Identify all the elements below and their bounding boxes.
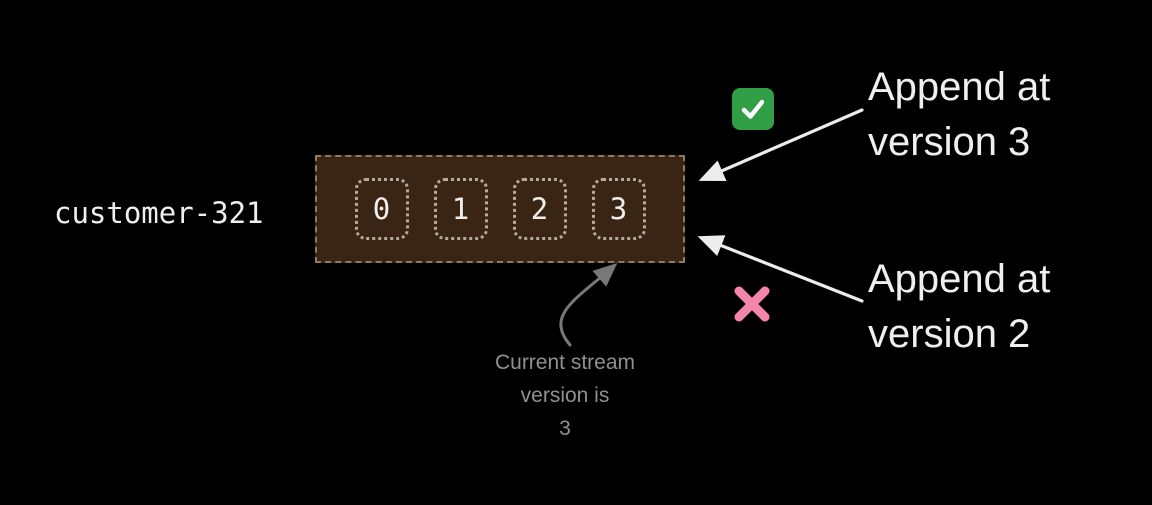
- event-stream: 0 1 2 3: [315, 155, 685, 263]
- caption-line: version is: [520, 384, 610, 407]
- arrow-append-version-2: [697, 235, 864, 303]
- append-version-3-label: Append at version 3: [868, 60, 1050, 170]
- append-version-2-label: Append at version 2: [868, 252, 1050, 362]
- annot-line: version 3: [868, 120, 1031, 164]
- current-version-caption: Current stream version is 3: [450, 346, 680, 445]
- event-number: 0: [372, 192, 391, 226]
- event-cell-2: 2: [512, 178, 567, 240]
- event-number: 2: [530, 192, 549, 226]
- event-cell-1: 1: [433, 178, 488, 240]
- cross-icon: [729, 281, 775, 327]
- check-icon: [732, 88, 774, 130]
- caption-line: 3: [559, 417, 571, 440]
- annot-line: version 2: [868, 312, 1031, 356]
- event-number: 1: [451, 192, 470, 226]
- annot-line: Append at: [868, 257, 1051, 301]
- arrow-append-version-3: [698, 108, 864, 181]
- event-cell-3: 3: [591, 178, 646, 240]
- caption-line: Current stream: [494, 351, 636, 374]
- arrow-current-version: [559, 263, 618, 347]
- annot-line: Append at: [868, 65, 1051, 109]
- stream-name-label: customer-321: [54, 196, 264, 230]
- event-cell-0: 0: [354, 178, 409, 240]
- event-number: 3: [609, 192, 628, 226]
